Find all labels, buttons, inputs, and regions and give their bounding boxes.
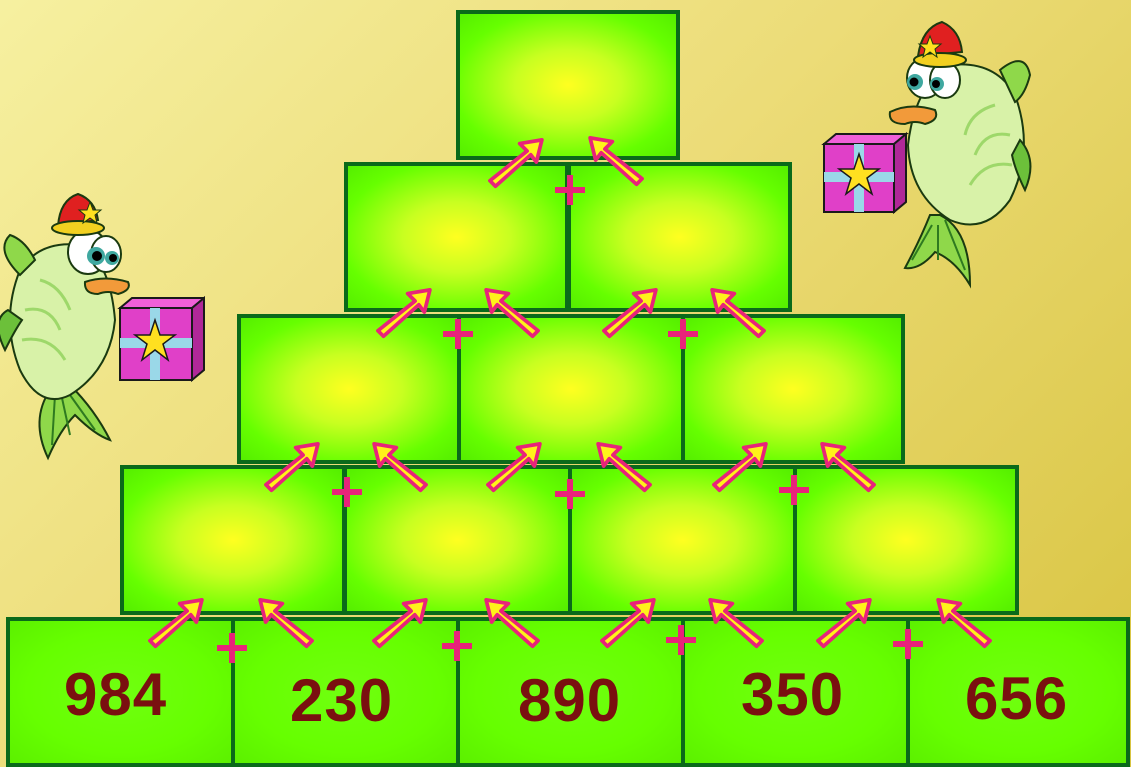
base-number-1: 984 xyxy=(64,660,167,729)
arrow-up-right-icon xyxy=(372,288,434,340)
base-number-4: 350 xyxy=(741,660,844,729)
plus-sign-icon xyxy=(665,316,701,352)
arrow-up-right-icon xyxy=(260,442,322,494)
arrow-up-left-icon xyxy=(586,136,648,188)
arrow-up-left-icon xyxy=(482,598,544,650)
arrow-up-right-icon xyxy=(368,598,430,650)
plus-sign-icon xyxy=(439,628,475,664)
arrow-up-right-icon xyxy=(484,138,546,190)
arrow-up-right-icon xyxy=(598,288,660,340)
arrow-up-left-icon xyxy=(482,288,544,340)
arrow-up-right-icon xyxy=(708,442,770,494)
base-number-2: 230 xyxy=(290,666,393,735)
fish-with-gift-icon xyxy=(820,20,1035,290)
plus-sign-icon xyxy=(552,476,588,512)
plus-sign-icon xyxy=(552,172,588,208)
arrow-up-right-icon xyxy=(812,598,874,650)
arrow-up-left-icon xyxy=(818,442,880,494)
arrow-up-left-icon xyxy=(370,442,432,494)
arrow-up-left-icon xyxy=(256,598,318,650)
arrow-up-left-icon xyxy=(594,442,656,494)
plus-sign-icon xyxy=(890,626,926,662)
arrow-up-right-icon xyxy=(596,598,658,650)
arrow-up-right-icon xyxy=(144,598,206,650)
arrow-up-left-icon xyxy=(708,288,770,340)
plus-sign-icon xyxy=(440,316,476,352)
plus-sign-icon xyxy=(663,622,699,658)
arrow-up-right-icon xyxy=(482,442,544,494)
arrow-up-left-icon xyxy=(706,598,768,650)
base-number-5: 656 xyxy=(965,664,1068,733)
plus-sign-icon xyxy=(776,472,812,508)
fish-with-gift-icon xyxy=(0,190,205,465)
plus-sign-icon xyxy=(329,474,365,510)
arrow-up-left-icon xyxy=(934,598,996,650)
plus-sign-icon xyxy=(214,630,250,666)
base-number-3: 890 xyxy=(518,666,621,735)
